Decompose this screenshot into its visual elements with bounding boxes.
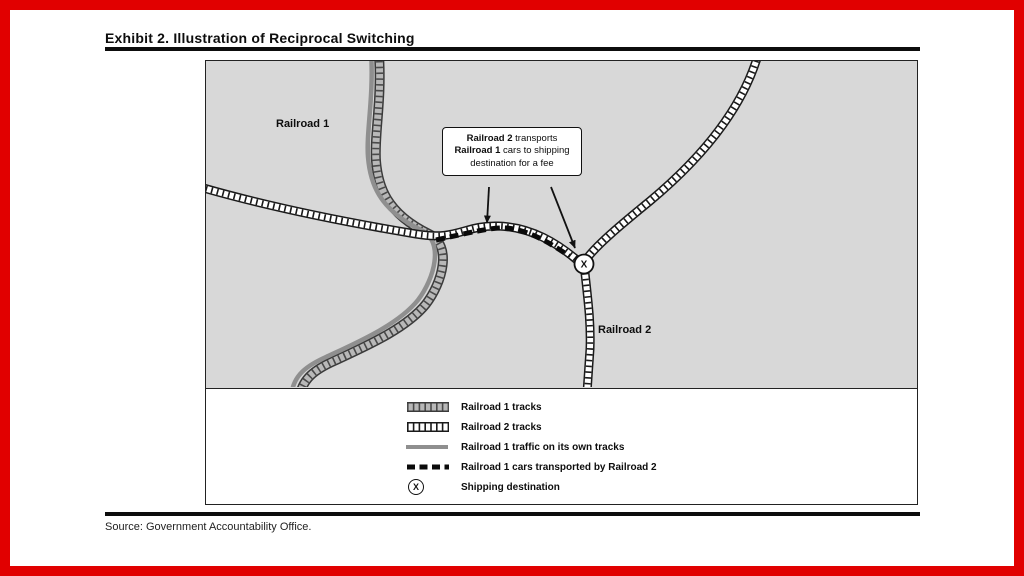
railroad-2-map-label: Railroad 2 <box>598 324 652 336</box>
legend-label: Railroad 2 tracks <box>461 421 542 433</box>
shipping-destination-marker: X <box>573 253 595 275</box>
legend-item-railroad1-cars: Railroad 1 cars transported by Railroad … <box>406 460 917 474</box>
circle-x-icon: X <box>406 479 452 495</box>
legend-item-railroad1-traffic: Railroad 1 traffic on its own tracks <box>406 440 917 454</box>
legend-label: Shipping destination <box>461 481 560 493</box>
railroad-1-track-swatch-icon <box>406 401 452 413</box>
source-divider-rule <box>105 512 920 516</box>
exhibit-title: Exhibit 2. Illustration of Reciprocal Sw… <box>105 30 415 46</box>
railroad-2-track-northeast <box>588 61 758 257</box>
railroad-map-svg: X <box>206 61 916 387</box>
reciprocal-switching-diagram: X Railroad 1 Railroad 2 Railroad 2 trans… <box>205 60 918 505</box>
legend-item-shipping-destination: X Shipping destination <box>406 479 917 495</box>
document-page: Exhibit 2. Illustration of Reciprocal Sw… <box>10 10 1014 566</box>
railroad-2-track-swatch-icon <box>406 421 452 433</box>
callout-line-1: Railroad 2 transports <box>466 133 558 144</box>
callout-arrow-to-destination <box>550 186 576 249</box>
legend-item-railroad1-tracks: Railroad 1 tracks <box>406 400 917 414</box>
legend: Railroad 1 tracks Railroad 2 tracks Rail… <box>206 389 917 502</box>
callout-line-3: destination for a fee <box>470 157 554 169</box>
railroad-2-track-south <box>585 273 590 387</box>
legend-item-railroad2-tracks: Railroad 2 tracks <box>406 420 917 434</box>
title-divider-rule <box>105 47 920 51</box>
callout-arrow-to-dashed-line <box>483 186 491 224</box>
callout-line-2: Railroad 1 cars to shipping <box>454 145 570 157</box>
reciprocal-switching-callout: Railroad 2 transports Railroad 1 cars to… <box>442 127 582 177</box>
legend-label: Railroad 1 cars transported by Railroad … <box>461 461 657 473</box>
gray-line-swatch-icon <box>406 444 452 450</box>
legend-label: Railroad 1 tracks <box>461 401 542 413</box>
legend-label: Railroad 1 traffic on its own tracks <box>461 441 625 453</box>
dashed-line-swatch-icon <box>406 461 452 473</box>
source-attribution: Source: Government Accountability Office… <box>105 521 312 533</box>
railroad-1-map-label: Railroad 1 <box>276 118 330 130</box>
railroad-map-area: X Railroad 1 Railroad 2 Railroad 2 trans… <box>206 61 917 389</box>
destination-marker-x: X <box>581 260 588 271</box>
